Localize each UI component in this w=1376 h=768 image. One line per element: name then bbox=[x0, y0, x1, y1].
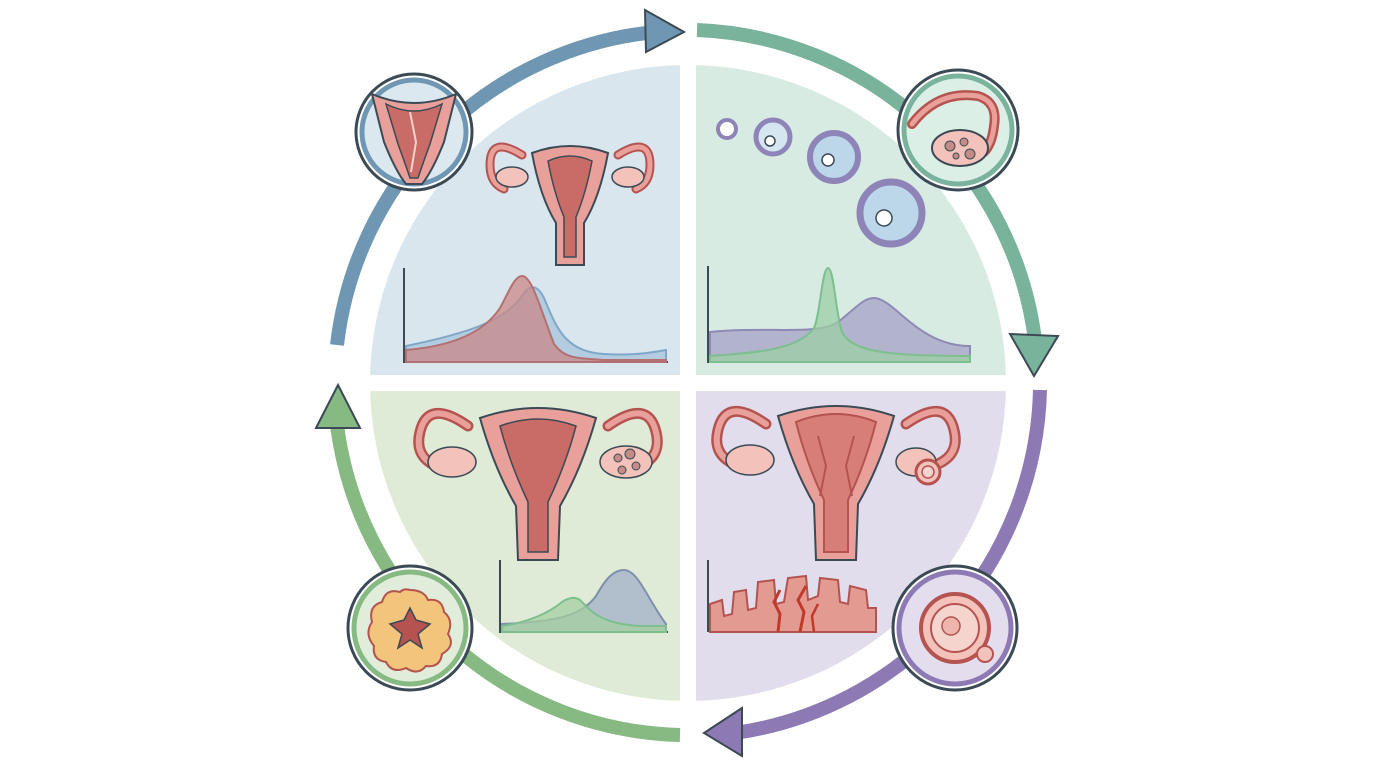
arrowhead-top-left bbox=[643, 8, 687, 54]
hormone-chart-top-left bbox=[403, 268, 668, 363]
ovary-follicles-icon bbox=[896, 68, 1020, 192]
curve-green bbox=[501, 596, 667, 633]
uterus-with-follicle-icon bbox=[413, 407, 663, 561]
uterus-icon bbox=[485, 142, 655, 266]
arrowhead-top-right bbox=[1008, 332, 1060, 378]
uterus-ovulation-icon bbox=[711, 405, 961, 561]
corner-icons bbox=[346, 68, 1020, 692]
curve-red bbox=[405, 274, 667, 363]
egg-cell-icon bbox=[891, 564, 1019, 692]
corpus-luteum-icon bbox=[346, 564, 474, 692]
curve-green bbox=[709, 266, 971, 363]
hormone-chart-bottom-left bbox=[499, 560, 668, 633]
endometrium-lining-icon bbox=[707, 560, 877, 633]
follicle-growth-icon bbox=[716, 117, 926, 248]
uterus-cross-section-icon bbox=[354, 72, 474, 192]
arrowhead-bottom-right bbox=[702, 706, 743, 758]
hormone-chart-top-right bbox=[707, 266, 971, 363]
arrowhead-bottom-left bbox=[314, 382, 362, 429]
